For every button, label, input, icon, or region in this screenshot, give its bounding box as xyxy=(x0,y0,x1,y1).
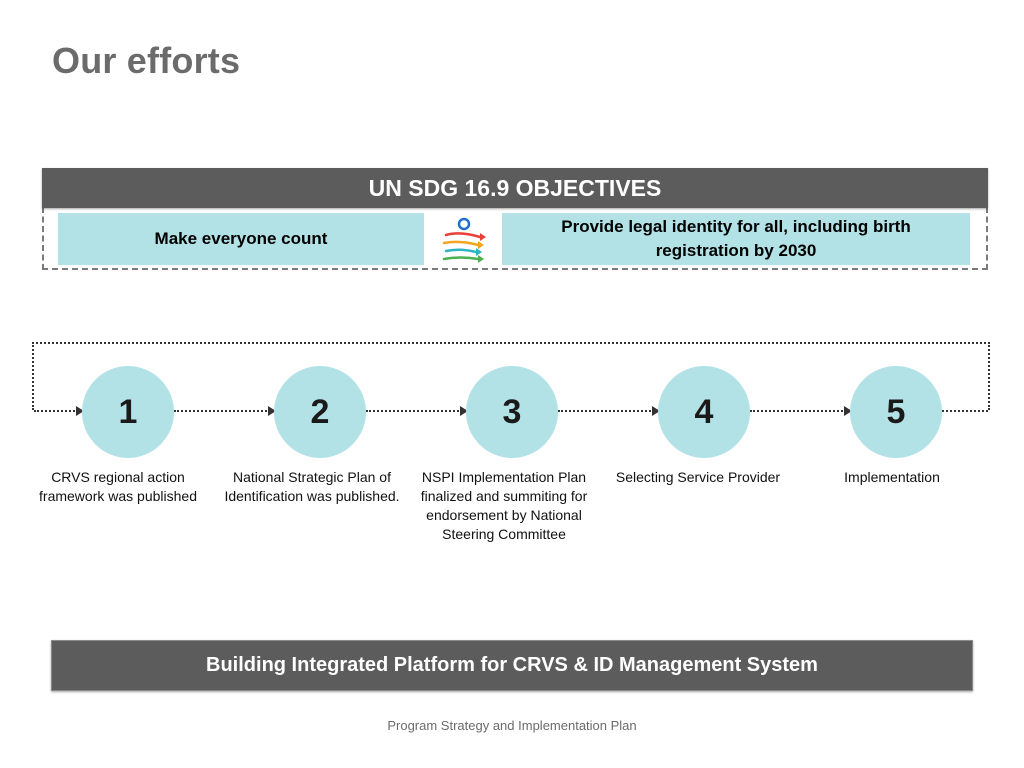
step-2-circle: 2 xyxy=(274,366,366,458)
objective-legal-identity: Provide legal identity for all, includin… xyxy=(502,213,970,265)
sdg-dashed-frame xyxy=(42,188,988,270)
connector-step-4-to-5 xyxy=(750,410,846,412)
step-1-label: CRVS regional action framework was publi… xyxy=(39,469,197,504)
step-4-circle: 4 xyxy=(658,366,750,458)
step-5-label: Implementation xyxy=(844,469,940,485)
connector-step-3-to-4 xyxy=(558,410,654,412)
sdg-header: UN SDG 16.9 OBJECTIVES xyxy=(42,168,988,208)
step-2-label: National Strategic Plan of Identificatio… xyxy=(224,469,400,504)
arrow-to-step-2 xyxy=(268,406,276,416)
page-title: Our efforts xyxy=(52,40,241,81)
step-3-circle: 3 xyxy=(466,366,558,458)
connector-step-5-to-loop xyxy=(942,410,988,412)
objective-make-everyone-count: Make everyone count xyxy=(58,213,424,265)
integrated-platform-banner: Building Integrated Platform for CRVS & … xyxy=(51,640,973,691)
arrow-to-step-1 xyxy=(76,406,84,416)
connector-step-1-to-2 xyxy=(174,410,270,412)
step-3-label: NSPI Implementation Plan finalized and s… xyxy=(420,469,588,542)
sdg-objectives-panel: UN SDG 16.9 OBJECTIVES Make everyone cou… xyxy=(42,168,988,272)
arrow-to-step-3 xyxy=(460,406,468,416)
step-4-label: Selecting Service Provider xyxy=(615,469,781,485)
arrow-to-step-4 xyxy=(652,406,660,416)
slide-footer: Program Strategy and Implementation Plan xyxy=(387,718,637,733)
connector-step-2-to-3 xyxy=(366,410,462,412)
process-loop-line xyxy=(32,342,990,410)
connector-loop-to-step-1 xyxy=(34,410,78,412)
step-5-circle: 5 xyxy=(850,366,942,458)
step-1-circle: 1 xyxy=(82,366,174,458)
arrow-to-step-5 xyxy=(844,406,852,416)
sdg-peace-justice-icon xyxy=(442,217,486,263)
